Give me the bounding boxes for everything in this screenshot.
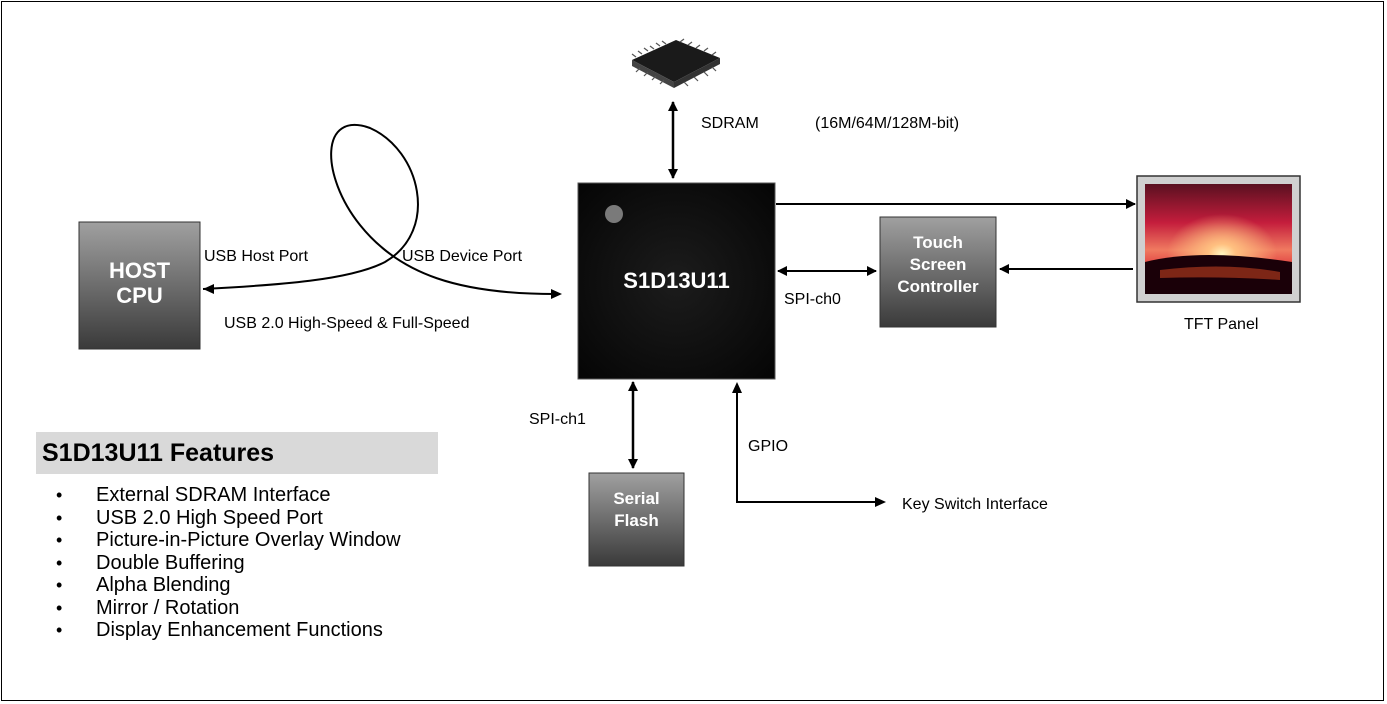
list-item: •Double Buffering: [56, 551, 245, 574]
sdram-chip-icon: [631, 38, 720, 88]
host-cpu-box: [78, 221, 201, 350]
bullet: •: [56, 597, 63, 618]
usb-host-arrowhead: [203, 284, 214, 294]
bullet: •: [56, 552, 63, 573]
chip-label: S1D13U11: [623, 268, 730, 293]
usb-device-port-label: USB Device Port: [402, 248, 523, 265]
s1d13u11-chip: [577, 182, 776, 380]
list-item: •USB 2.0 High Speed Port: [56, 506, 323, 529]
usb-host-port-label: USB Host Port: [204, 248, 309, 265]
bullet: •: [56, 620, 63, 640]
serial-flash-box: [588, 472, 685, 567]
bullet: •: [56, 530, 63, 550]
bullet: •: [56, 485, 63, 505]
sdram-label: SDRAM: [701, 115, 759, 132]
key-switch-label: Key Switch Interface: [902, 496, 1048, 513]
tft-panel-image: [1136, 175, 1301, 303]
features-title: S1D13U11 Features: [42, 439, 275, 467]
host-cpu-label: HOST CPU: [108, 258, 171, 309]
gpio-line: [736, 384, 882, 503]
usb-cable-loop: [202, 124, 556, 295]
list-item: •Display Enhancement Functions: [56, 619, 383, 641]
spi-ch0-label: SPI-ch0: [784, 291, 841, 308]
gpio-arrowhead-up: [732, 382, 742, 393]
gpio-arrowhead-right: [875, 497, 886, 507]
bullet: •: [56, 507, 63, 528]
touch-controller-label: Touch Screen Controller: [897, 233, 979, 297]
features-header: S1D13U11 Features: [36, 432, 438, 474]
spi-ch1-label: SPI-ch1: [529, 411, 586, 428]
sdram-sizes-label: (16M/64M/128M-bit): [815, 115, 960, 132]
serial-flash-label: Serial Flash: [613, 489, 660, 531]
list-item: •Mirror / Rotation: [56, 596, 240, 619]
features-list: •External SDRAM Interface •USB 2.0 High …: [56, 484, 401, 642]
bullet: •: [56, 575, 63, 595]
tft-panel-label: TFT Panel: [1184, 316, 1259, 333]
gpio-label: GPIO: [748, 438, 789, 455]
usb-device-arrowhead: [551, 289, 562, 299]
list-item: •Alpha Blending: [56, 574, 231, 596]
list-item: •External SDRAM Interface: [56, 484, 331, 506]
touch-controller-box: [879, 216, 997, 328]
list-item: •Picture-in-Picture Overlay Window: [56, 529, 401, 551]
usb-speed-label: USB 2.0 High-Speed & Full-Speed: [224, 315, 470, 332]
